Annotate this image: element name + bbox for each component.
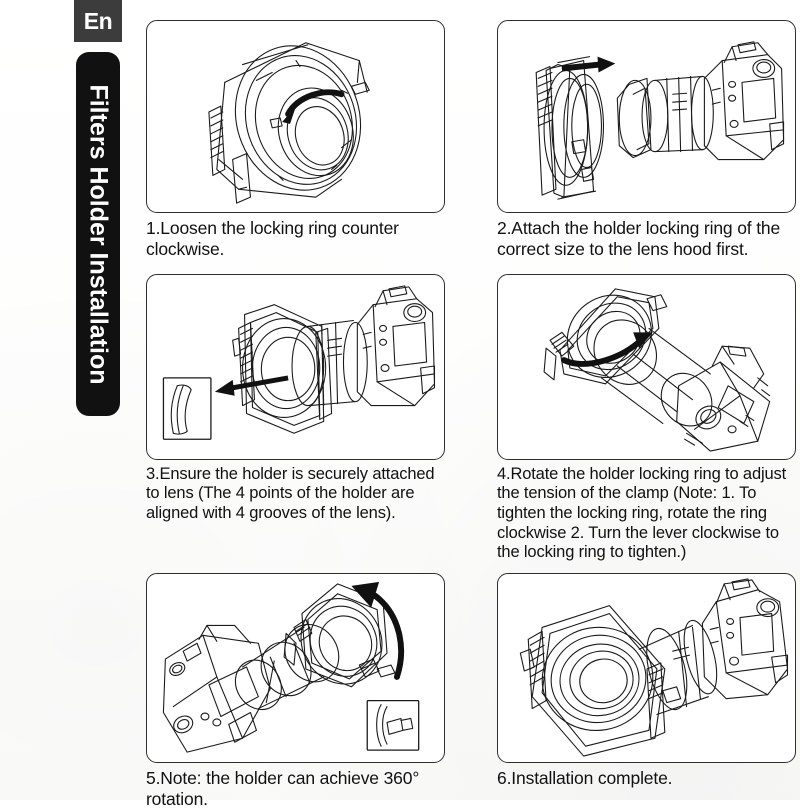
step-4-caption: 4.Rotate the holder locking ring to adju… (497, 464, 787, 562)
step-1-illustration (146, 20, 445, 213)
rotation-arrow-360 (351, 581, 405, 680)
straight-right-arrow (561, 56, 616, 73)
step-3: 3.Ensure the holder is securely attached… (146, 273, 445, 563)
step-6-illustration (497, 572, 796, 763)
language-badge: En (74, 0, 122, 42)
step-3-illustration (146, 273, 445, 460)
section-title-bar: Filters Holder Installation (76, 52, 120, 416)
step-2-illustration (497, 20, 796, 213)
clockwise-curved-arrow (560, 332, 653, 367)
step-5: 5.Note: the holder can achieve 360° rota… (146, 572, 445, 809)
step-6: 6.Installation complete. (497, 572, 796, 809)
step-2-caption: 2.Attach the holder locking ring of the … (497, 218, 781, 259)
step-6-caption: 6.Installation complete. (497, 767, 673, 788)
steps-grid: 1.Loosen the locking ring counter clockw… (146, 20, 796, 809)
step-1: 1.Loosen the locking ring counter clockw… (146, 20, 445, 260)
step-3-caption: 3.Ensure the holder is securely attached… (146, 464, 435, 522)
step-row-1: 1.Loosen the locking ring counter clockw… (146, 20, 796, 260)
page-title: Filters Holder Installation (84, 83, 113, 385)
straight-left-arrow (214, 375, 289, 396)
step-4-illustration (497, 273, 796, 460)
step-2: 2.Attach the holder locking ring of the … (497, 20, 796, 260)
step-5-illustration (146, 572, 445, 763)
step-1-caption: 1.Loosen the locking ring counter clockw… (146, 218, 399, 259)
step-4: 4.Rotate the holder locking ring to adju… (497, 273, 796, 563)
step-row-3: 5.Note: the holder can achieve 360° rota… (146, 572, 796, 809)
step-row-2: 3.Ensure the holder is securely attached… (146, 273, 796, 563)
counter-clockwise-arrow (282, 89, 345, 124)
step-5-caption: 5.Note: the holder can achieve 360° rota… (146, 767, 420, 809)
